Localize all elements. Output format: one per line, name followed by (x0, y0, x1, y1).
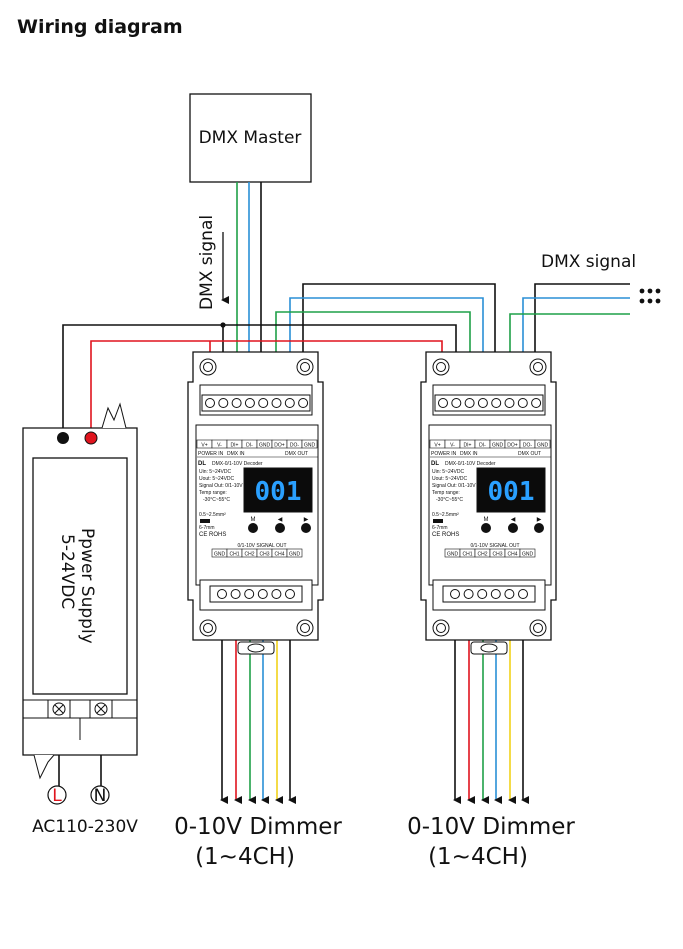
bottom-terminal-label: CH2 (477, 552, 487, 558)
top-terminal-label: GND (259, 443, 271, 449)
button-m-label: M (251, 517, 256, 523)
mode-button (481, 523, 491, 533)
led-display-value: 001 (488, 477, 535, 507)
top-terminal-label: DO+ (274, 443, 285, 449)
button-right-label: ▶ (537, 517, 542, 523)
ac-terminal-n (90, 785, 110, 805)
power-in-label: POWER IN (431, 451, 457, 457)
power-supply: Ppwer Supply 5-24VDC (22, 402, 138, 780)
psu-terminal-positive (84, 431, 98, 445)
right-button (301, 523, 311, 533)
top-terminal-label: V+ (201, 443, 207, 449)
wire-spec: 0.5~2.5mm² (199, 512, 226, 518)
dmx-signal-in-label: DMX signal (197, 215, 217, 310)
spec-uin: Uin: 5~24VDC (432, 469, 464, 475)
bottom-terminal-label: CH1 (462, 552, 472, 558)
spec-temp: Temp range: (432, 490, 460, 496)
dimmer-1-channels: (1~4CH) (195, 844, 295, 870)
spec-signal: Signal Out: 0/1-10V (432, 483, 476, 489)
wire-spec: 0.5~2.5mm² (432, 512, 459, 518)
dimmer-2-channels: (1~4CH) (428, 844, 528, 870)
right-button (534, 523, 544, 533)
spec-temp-range: -30°C~55°C (203, 497, 230, 503)
psu-label-line2: 5-24VDC (57, 534, 77, 609)
button-left-label: ◀ (511, 517, 516, 523)
signal-out-label: 0/1-10V SIGNAL OUT (238, 543, 287, 549)
strip-length: 6-7mm (199, 525, 215, 531)
bottom-terminal-label: GND (522, 552, 534, 558)
bottom-terminal-label: CH3 (492, 552, 502, 558)
wire-link-blue (289, 297, 484, 398)
cert-label: CE ROHS (432, 532, 459, 538)
dmx-master-label: DMX Master (199, 128, 302, 148)
bottom-terminal-label: GND (289, 552, 301, 558)
top-terminal-label: DO- (290, 443, 300, 449)
button-right-label: ▶ (304, 517, 309, 523)
left-button (508, 523, 518, 533)
spec-uout: Uout: 5~24VDC (199, 476, 235, 482)
bottom-terminal-label: GND (214, 552, 226, 558)
top-terminal-label: DI+ (464, 443, 472, 449)
cert-label: CE ROHS (199, 532, 226, 538)
spec-temp: Temp range: (199, 490, 227, 496)
top-terminal-label: DO+ (507, 443, 518, 449)
diagram-title: Wiring diagram (17, 16, 183, 38)
bottom-terminal-label: CH3 (259, 552, 269, 558)
spec-signal: Signal Out: 0/1-10V (199, 483, 243, 489)
led-display (476, 467, 546, 513)
top-terminal-label: V- (217, 443, 222, 449)
dmx-master-box (189, 93, 312, 183)
bottom-terminal-label: CH2 (244, 552, 254, 558)
ac-terminal-n-label: N (94, 786, 107, 806)
spec-uout: Uout: 5~24VDC (432, 476, 468, 482)
model-label: DMX-0/1-10V Decoder (445, 461, 496, 467)
dmx-in-label: DMX IN (227, 451, 245, 457)
led-display-value: 001 (255, 477, 302, 507)
psu-label-line1: Ppwer Supply (77, 528, 97, 644)
signal-out-label: 0/1-10V SIGNAL OUT (471, 543, 520, 549)
top-terminal-label: V+ (434, 443, 440, 449)
bottom-terminal-label: CH1 (229, 552, 239, 558)
bottom-terminal-label: GND (447, 552, 459, 558)
more-devices-dots (639, 288, 661, 304)
button-left-label: ◀ (278, 517, 283, 523)
top-terminal-label: DO- (523, 443, 533, 449)
top-terminal-label: DI+ (231, 443, 239, 449)
spec-uin: Uin: 5~24VDC (199, 469, 231, 475)
power-in-label: POWER IN (198, 451, 224, 457)
dmx-out-label: DMX OUT (285, 451, 308, 457)
left-button (275, 523, 285, 533)
button-m-label: M (484, 517, 489, 523)
top-terminal-label: GND (537, 443, 549, 449)
top-terminal-label: GND (492, 443, 504, 449)
brand-label: DL (198, 461, 206, 467)
psu-terminal-negative (57, 432, 69, 444)
ac-terminal-l (47, 785, 67, 805)
brand-label: DL (431, 461, 439, 467)
top-terminal-label: V- (450, 443, 455, 449)
top-terminal-label: DI- (479, 443, 486, 449)
dmx-out-label: DMX OUT (518, 451, 541, 457)
bottom-terminal-label: CH4 (274, 552, 284, 558)
dmx-signal-out-label: DMX signal (541, 252, 636, 272)
dimmer-1-label: 0-10V Dimmer (174, 814, 342, 840)
dimmer-2-label: 0-10V Dimmer (407, 814, 575, 840)
mode-button (248, 523, 258, 533)
led-display (243, 467, 313, 513)
top-terminal-label: DI- (246, 443, 253, 449)
spec-temp-range: -30°C~55°C (436, 497, 463, 503)
top-terminal-label: GND (304, 443, 316, 449)
strip-length: 6-7mm (432, 525, 448, 531)
ac-terminal-l-label: L (52, 786, 62, 806)
model-label: DMX-0/1-10V Decoder (212, 461, 263, 467)
ac-input-label: AC110-230V (32, 817, 138, 837)
dmx-in-label: DMX IN (460, 451, 478, 457)
bottom-terminal-label: CH4 (507, 552, 517, 558)
